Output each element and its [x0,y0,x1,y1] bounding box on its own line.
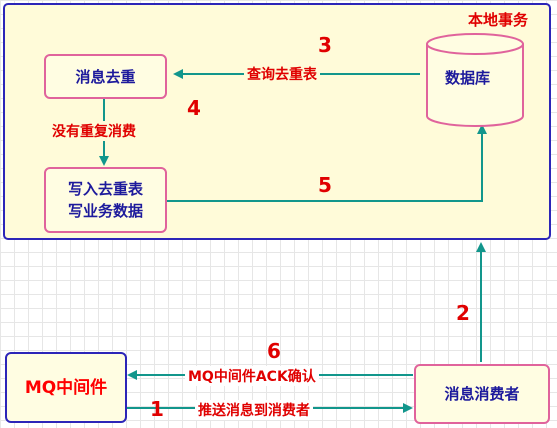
edge-write-db-line [167,124,487,202]
consumer-node: 消息消费者 [414,364,550,424]
edge-ack-label: MQ中间件ACK确认 [185,366,319,386]
edge-write-db-number: 5 [318,173,332,197]
database-label: 数据库 [445,69,491,87]
mq-node: MQ中间件 [5,352,127,423]
edge-ack-number: 6 [267,339,281,363]
dedup-node: 消息去重 [44,54,167,99]
consumer-node-label: 消息消费者 [444,385,520,403]
edge-query-label: 查询去重表 [244,64,320,84]
mq-node-label: MQ中间件 [24,377,108,398]
edge-no-dup-number: 4 [187,96,201,120]
edge-consumer-db-number: 2 [456,301,470,325]
dedup-node-label: 消息去重 [75,67,136,86]
edge-query-number: 3 [318,33,332,57]
edge-push-label: 推送消息到消费者 [195,400,313,420]
write-node-line-1: 写入去重表 [67,180,143,198]
database-node [426,33,524,127]
write-node-line-2: 写业务数据 [67,202,143,220]
edge-no-dup-label: 没有重复消费 [49,121,139,141]
local-transaction-label: 本地事务 [468,11,529,29]
edge-push-number: 1 [150,397,164,421]
write-node: 写入去重表 写业务数据 [44,167,167,233]
